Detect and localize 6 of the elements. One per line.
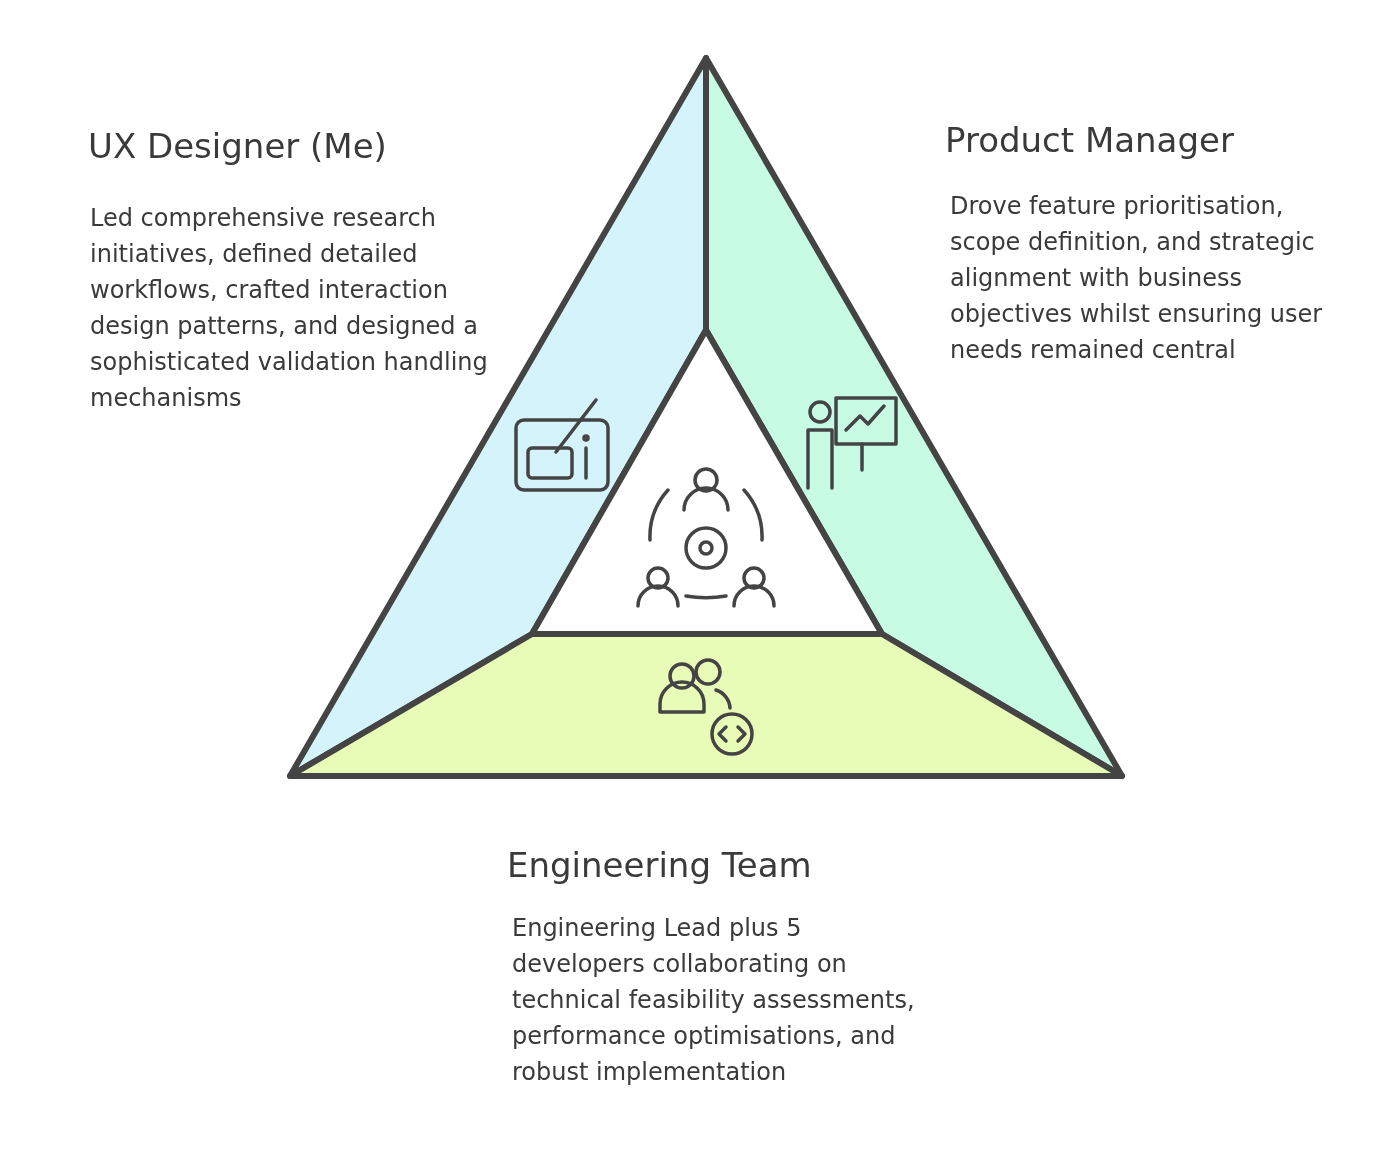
description-text: Drove feature prioritisation, scope definition, and strategic alignment with business objectives whilst ensuring user needs remained central (950, 191, 1324, 366)
heading: UX Designer (Me) (88, 126, 387, 166)
heading: Product Manager (945, 120, 1234, 160)
description-text: Engineering Lead plus 5 developers collaborating on technical feasibility assessments, performance optimisations, and robust implementation (512, 913, 916, 1088)
heading: Engineering Team (507, 845, 812, 885)
description-text: Led comprehensive research initiatives, defined detailed workflows, crafted interaction design patterns, and designed a sophisticated validation handling mechanisms (90, 203, 489, 414)
